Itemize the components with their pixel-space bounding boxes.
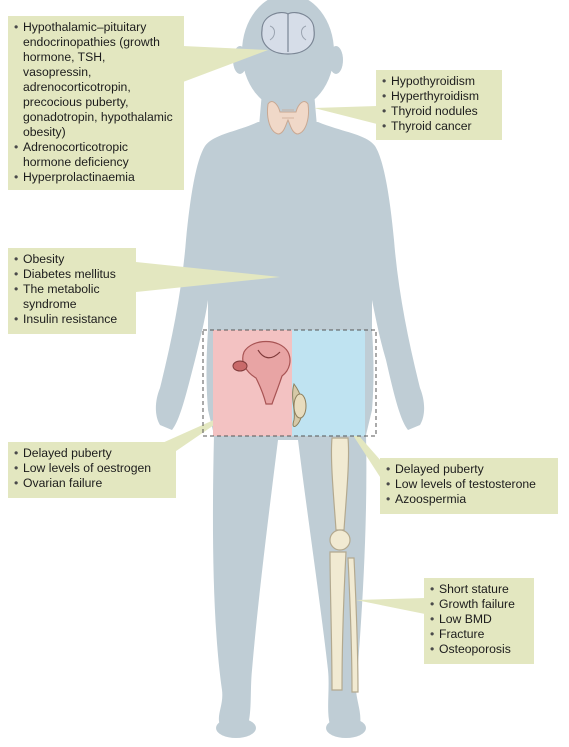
testis-icon bbox=[292, 382, 307, 428]
callout-item: Hypothalamic–pituitary endocrinopathies … bbox=[14, 20, 176, 140]
brain-icon bbox=[261, 11, 315, 55]
callout-item: Osteoporosis bbox=[430, 642, 526, 657]
male-gonad-region bbox=[292, 330, 365, 436]
callout-item: Fracture bbox=[430, 627, 526, 642]
callout-item: Azoospermia bbox=[386, 492, 550, 507]
thyroid-icon bbox=[267, 101, 309, 135]
callout-item: Thyroid nodules bbox=[382, 104, 494, 119]
callout-item: The metabolic syndrome bbox=[14, 282, 128, 312]
callout-item: Short stature bbox=[430, 582, 526, 597]
callout-item: Delayed puberty bbox=[386, 462, 550, 477]
callout-item: Growth failure bbox=[430, 597, 526, 612]
callout-item: Hypothyroidism bbox=[382, 74, 494, 89]
thyroid-callout: Hypothyroidism Hyperthyroidism Thyroid n… bbox=[376, 70, 502, 140]
brain-callout: Hypothalamic–pituitary endocrinopathies … bbox=[8, 16, 184, 190]
gonad-region-outline bbox=[202, 329, 377, 437]
callout-item: Low levels of oestrogen bbox=[14, 461, 168, 476]
callout-item: Diabetes mellitus bbox=[14, 267, 128, 282]
metabolic-callout: Obesity Diabetes mellitus The metabolic … bbox=[8, 248, 136, 334]
callout-item: Ovarian failure bbox=[14, 476, 168, 491]
male-gonad-callout: Delayed puberty Low levels of testostero… bbox=[380, 458, 558, 514]
callout-item: Hyperthyroidism bbox=[382, 89, 494, 104]
callout-item: Adrenocorticotropic hormone deficiency bbox=[14, 140, 176, 170]
callout-item: Insulin resistance bbox=[14, 312, 128, 327]
callout-item: Thyroid cancer bbox=[382, 119, 494, 134]
leg-bone-icon bbox=[329, 437, 359, 693]
callout-item: Obesity bbox=[14, 252, 128, 267]
callout-item: Hyperprolactinaemia bbox=[14, 170, 176, 185]
female-gonad-callout: Delayed puberty Low levels of oestrogen … bbox=[8, 442, 176, 498]
callout-item: Low BMD bbox=[430, 612, 526, 627]
bone-callout: Short stature Growth failure Low BMD Fra… bbox=[424, 578, 534, 664]
callout-connectors bbox=[136, 46, 425, 614]
uterus-icon bbox=[232, 340, 291, 405]
callout-item: Low levels of testosterone bbox=[386, 477, 550, 492]
callout-item: Delayed puberty bbox=[14, 446, 168, 461]
